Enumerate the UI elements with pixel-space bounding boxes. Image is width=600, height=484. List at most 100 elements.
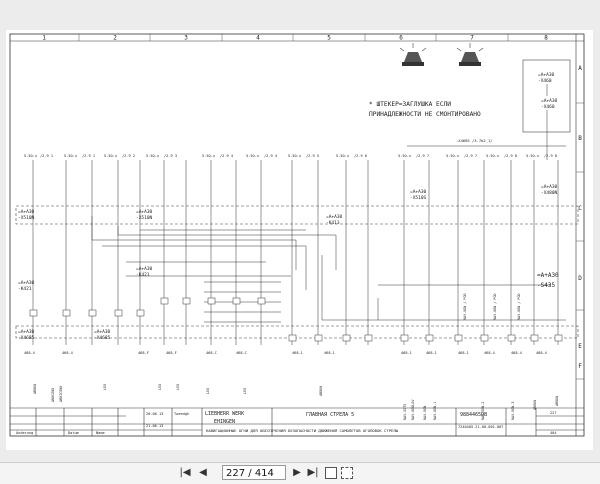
svg-text:LEO: LEO: [176, 384, 180, 390]
column-label: 8: [544, 35, 548, 42]
title-block-cell: Tweedgh: [174, 412, 189, 416]
svg-text:NAV-SOTS: NAV-SOTS: [403, 404, 407, 420]
row-label: E: [578, 343, 582, 350]
svg-text:/2.9 6: /2.9 6: [354, 154, 367, 158]
title-block-cell: Änderung: [16, 430, 33, 435]
ref-label: =A+A30: [18, 329, 35, 335]
ref-label: -K421: [136, 272, 150, 278]
pdf-toolbar: |◀ ◀ 227 / 414 ▶ ▶|: [0, 462, 600, 484]
svg-text:/2.9 5: /2.9 5: [306, 154, 319, 158]
title-block-cell: Name: [96, 431, 105, 435]
svg-text:5.5O-x: 5.5O-x: [398, 154, 412, 158]
svg-text:-X4685 /3.7b2_1/: -X4685 /3.7b2_1/: [456, 138, 493, 143]
column-label: 6: [399, 35, 403, 42]
svg-text:/2.9 4: /2.9 4: [220, 154, 233, 158]
next-page-icon[interactable]: ▶: [293, 467, 301, 478]
svg-text:5.5O-x: 5.5O-x: [288, 154, 302, 158]
svg-text:/2.9 8: /2.9 8: [544, 154, 557, 158]
svg-text:NAV-OGN / POD: NAV-OGN / POD: [493, 293, 497, 320]
row-label: B: [578, 135, 582, 142]
svg-text:468-4: 468-4: [62, 351, 73, 355]
svg-text:468-4: 468-4: [24, 351, 35, 355]
ref-label: =A+A30: [541, 184, 558, 190]
svg-text:LEO: LEO: [103, 384, 107, 390]
svg-text:ARDUN: ARDUN: [555, 396, 559, 406]
page-number-field[interactable]: 227 / 414: [222, 465, 286, 480]
row-label: F: [578, 363, 582, 370]
last-page-icon[interactable]: ▶|: [307, 467, 319, 478]
schematic-diagram: 1 2 3 4 5 6 7 8 A B C D E F: [9, 33, 585, 437]
svg-text:ARDUN: ARDUN: [33, 384, 37, 394]
svg-text:ARDUN: ARDUN: [319, 386, 323, 396]
column-label: 7: [470, 35, 474, 42]
company-name: LIEBHERR WERK: [205, 411, 244, 417]
title-block-cell: 227: [550, 411, 557, 415]
rotate-page-icon[interactable]: [341, 467, 353, 479]
svg-text:/2.9 1: /2.9 1: [82, 154, 95, 158]
ref-label: -K413: [326, 220, 340, 226]
svg-text:NAV-OGN / POD: NAV-OGN / POD: [463, 293, 467, 320]
title-block-cell: 404: [550, 431, 557, 435]
title-block-cell: 20.06.13: [146, 412, 163, 416]
previous-page-icon[interactable]: ◀: [199, 467, 207, 478]
ref-label: =A+A30: [538, 72, 555, 78]
svg-text:468-C: 468-C: [206, 351, 217, 355]
svg-text:/2.9 8: /2.9 8: [504, 154, 517, 158]
row-label: C: [578, 205, 582, 212]
first-page-icon[interactable]: |◀: [179, 467, 191, 478]
svg-text:/2.9 3: /2.9 3: [164, 154, 177, 158]
ref-label: -X460: [541, 104, 555, 110]
svg-text:5.5O-x: 5.5O-x: [486, 154, 500, 158]
ref-label: -K421: [18, 286, 32, 292]
column-label: 1: [42, 35, 46, 42]
svg-text:/2.9 1: /2.9 1: [40, 154, 53, 158]
ref-label: -X4685: [94, 335, 111, 341]
column-label: 3: [184, 35, 188, 42]
svg-text:NAV-OGN / POD: NAV-OGN / POD: [517, 293, 521, 320]
ref-label: -X510N: [18, 215, 35, 221]
svg-text:5.5O-x: 5.5O-x: [104, 154, 118, 158]
ref-label: =A+A30: [326, 214, 343, 220]
fit-page-icon[interactable]: [325, 467, 337, 479]
column-label: 4: [256, 35, 260, 42]
svg-text:NAV-OGN-1: NAV-OGN-1: [433, 402, 437, 420]
svg-text:/2.9 2: /2.9 2: [122, 154, 135, 158]
ref-label: =A+A30: [18, 209, 35, 215]
svg-text:5.5O-x: 5.5O-x: [64, 154, 78, 158]
ref-label: =A+A30: [541, 98, 558, 104]
svg-text:NAV-OGN-2: NAV-OGN-2: [481, 402, 485, 420]
company-name: EHINGEN: [214, 419, 235, 425]
svg-text:468-1: 468-1: [401, 351, 412, 355]
svg-text:NAV-OGN: NAV-OGN: [423, 406, 427, 420]
svg-text:5.5O-x: 5.5O-x: [146, 154, 160, 158]
svg-text:ARDICOND: ARDICOND: [59, 386, 63, 402]
ref-label: =A+A30: [410, 189, 427, 195]
schematic-sheet: 1 2 3 4 5 6 7 8 A B C D E F: [6, 30, 593, 450]
ref-label: =A+A30: [136, 266, 153, 272]
svg-text:468-4: 468-4: [536, 351, 547, 355]
svg-text:468-4: 468-4: [484, 351, 495, 355]
svg-text:468-1: 468-1: [458, 351, 469, 355]
svg-text:468-1: 468-1: [292, 351, 303, 355]
svg-text:468-C: 468-C: [236, 351, 247, 355]
note-line: * ШТЕКЕР=ЗАГЛУШКА ЕСЛИ: [369, 101, 451, 108]
note-line: ПРИНАДЛЕЖНОСТИ НЕ СМОНТИРОВАНО: [369, 111, 481, 118]
svg-text:NAV-OGOLOV: NAV-OGOLOV: [411, 400, 415, 420]
svg-text:5.5O-x: 5.5O-x: [246, 154, 260, 158]
ref-label: =A+A30: [18, 280, 35, 286]
svg-text:5.5O-x: 5.5O-x: [446, 154, 460, 158]
svg-text:468-F: 468-F: [138, 351, 149, 355]
svg-text:468-F: 468-F: [166, 351, 177, 355]
drawing-number: 9884465DB: [460, 412, 487, 418]
svg-text:/2.9 7: /2.9 7: [464, 154, 477, 158]
title-block-cell: 21.06.13: [146, 424, 163, 428]
svg-text:LEO: LEO: [243, 388, 247, 394]
ref-label: =A+A30: [537, 272, 559, 279]
svg-text:5.5O-x: 5.5O-x: [336, 154, 350, 158]
svg-text:468-1: 468-1: [426, 351, 437, 355]
ref-label: -X510N: [136, 215, 153, 221]
column-label: 2: [113, 35, 117, 42]
svg-text:ARDUN: ARDUN: [533, 400, 537, 410]
svg-text:5.5O-x: 5.5O-x: [24, 154, 38, 158]
